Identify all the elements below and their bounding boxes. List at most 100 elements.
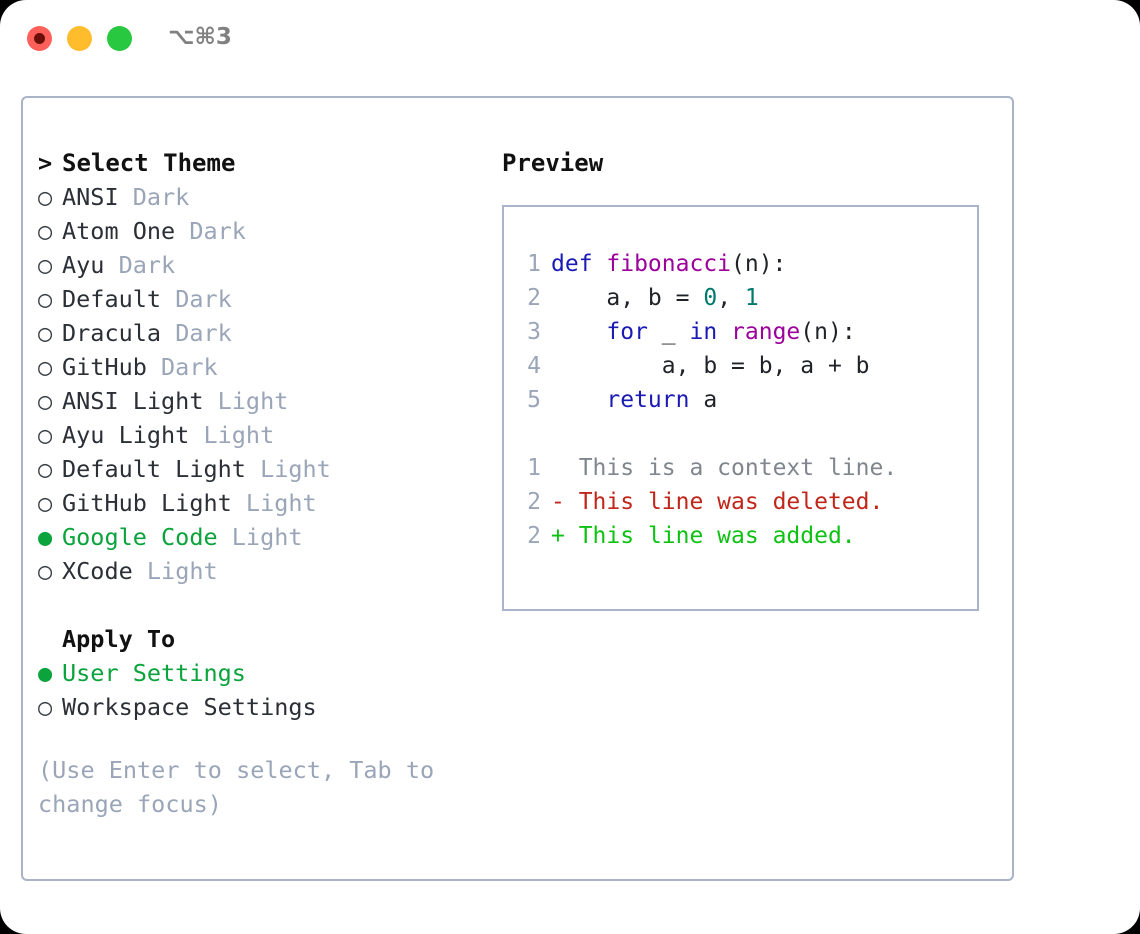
code-token bbox=[551, 319, 606, 345]
title-bar: ⌥⌘3 bbox=[0, 0, 1140, 78]
theme-name: Ayu Light bbox=[62, 421, 190, 449]
theme-name: Atom One bbox=[62, 217, 176, 245]
line-number: 5 bbox=[527, 387, 541, 413]
code-token: fibonacci bbox=[606, 251, 732, 277]
diff-text: This line was added. bbox=[564, 523, 856, 549]
code-token: a, b = b, a + b bbox=[551, 353, 870, 379]
line-number: 1 bbox=[527, 455, 541, 481]
code-token: range bbox=[731, 319, 801, 345]
theme-variant-badge: Light bbox=[189, 421, 275, 449]
line-number: 1 bbox=[527, 251, 541, 277]
code-token: (n): bbox=[731, 251, 787, 277]
apply-to-option[interactable]: ● User Settings bbox=[38, 656, 478, 690]
line-number: 2 bbox=[527, 523, 541, 549]
theme-variant-badge: Light bbox=[132, 557, 218, 585]
select-theme-title: Select Theme bbox=[62, 149, 236, 177]
close-icon bbox=[34, 33, 45, 44]
diff-line: 2 + This line was added. bbox=[519, 519, 897, 553]
theme-name: Google Code bbox=[62, 523, 218, 551]
code-token: (n): bbox=[800, 319, 856, 345]
theme-list-item[interactable]: ○ANSI Light Light bbox=[38, 384, 478, 418]
theme-list-item[interactable]: ○ ANSI Dark bbox=[38, 180, 478, 214]
theme-name: Default Light bbox=[62, 455, 246, 483]
theme-name: GitHub Light bbox=[62, 489, 232, 517]
theme-variant-badge: Dark bbox=[118, 183, 190, 211]
line-number: 2 bbox=[527, 489, 541, 515]
apply-to-header: Apply To bbox=[38, 622, 478, 656]
diff-text: This is a context line. bbox=[564, 455, 898, 481]
code-token: _ bbox=[647, 319, 690, 345]
theme-list-item[interactable]: ● Google Code Light bbox=[38, 520, 478, 554]
main-card: >Select Theme ○ANSI Dark○Atom One Dark○A… bbox=[21, 96, 1014, 881]
theme-list-item[interactable]: ○ Default Light Light bbox=[38, 452, 478, 486]
theme-list-item[interactable]: ○GitHub Dark bbox=[38, 350, 478, 384]
theme-list-item[interactable]: ○ XCode Light bbox=[38, 554, 478, 588]
list-spacer bbox=[38, 588, 478, 622]
theme-list-item[interactable]: ○Dracula Dark bbox=[38, 316, 478, 350]
caret-icon: > bbox=[38, 149, 53, 177]
line-number: 3 bbox=[527, 319, 541, 345]
theme-list-item[interactable]: ○ Ayu Light Light bbox=[38, 418, 478, 452]
radio-unselected-icon[interactable]: ○ bbox=[38, 251, 53, 279]
radio-unselected-icon[interactable]: ○ bbox=[38, 387, 53, 415]
select-theme-header: > Select Theme bbox=[38, 146, 478, 180]
theme-list-item[interactable]: ○Default Dark bbox=[38, 282, 478, 316]
diff-sign: - bbox=[551, 489, 565, 515]
maximize-window-button[interactable] bbox=[107, 26, 132, 51]
code-line: 1 def fibonacci(n): bbox=[519, 247, 897, 281]
radio-unselected-icon[interactable]: ○ bbox=[38, 353, 53, 381]
radio-unselected-icon[interactable]: ○ bbox=[38, 557, 53, 585]
radio-unselected-icon[interactable]: ○ bbox=[38, 421, 53, 449]
code-line: 3 for _ in range(n): bbox=[519, 315, 897, 349]
theme-list-item[interactable]: ○ GitHub Light Light bbox=[38, 486, 478, 520]
code-token: in bbox=[689, 319, 718, 345]
minimize-window-button[interactable] bbox=[67, 26, 92, 51]
keyboard-shortcut-label: ⌥⌘3 bbox=[168, 24, 232, 50]
theme-list-item[interactable]: ○ Ayu Dark bbox=[38, 248, 478, 282]
line-number: 4 bbox=[527, 353, 541, 379]
radio-unselected-icon[interactable]: ○ bbox=[38, 319, 53, 347]
theme-variant-badge: Dark bbox=[104, 251, 176, 279]
apply-to-option[interactable]: ○ Workspace Settings bbox=[38, 690, 478, 724]
code-line: 2 a, b = 0, 1 bbox=[519, 281, 897, 315]
radio-unselected-icon[interactable]: ○ bbox=[38, 693, 53, 721]
code-token: def bbox=[551, 251, 607, 277]
apply-to-label: Workspace Settings bbox=[62, 693, 317, 721]
radio-unselected-icon[interactable]: ○ bbox=[38, 489, 53, 517]
theme-variant-badge: Dark bbox=[175, 217, 246, 245]
apply-to-marker-placeholder bbox=[38, 622, 62, 656]
apply-to-list: ● User Settings ○ Workspace Settings bbox=[38, 656, 478, 724]
theme-name: XCode bbox=[62, 557, 133, 585]
theme-variant-badge: Light bbox=[203, 387, 289, 415]
radio-unselected-icon[interactable]: ○ bbox=[38, 455, 53, 483]
theme-variant-badge: Light bbox=[231, 489, 317, 517]
code-line: 5 return a bbox=[519, 383, 897, 417]
code-token: a, b = bbox=[551, 285, 704, 311]
theme-list-item[interactable]: ○ Atom One Dark bbox=[38, 214, 478, 248]
theme-selector-panel: >Select Theme ○ANSI Dark○Atom One Dark○A… bbox=[38, 146, 478, 724]
line-number: 2 bbox=[527, 285, 541, 311]
theme-name: Dracula bbox=[62, 319, 162, 347]
radio-unselected-icon[interactable]: ○ bbox=[38, 183, 53, 211]
code-token: 1 bbox=[744, 285, 759, 311]
theme-name: ANSI bbox=[62, 183, 119, 211]
radio-unselected-icon[interactable]: ○ bbox=[38, 217, 53, 245]
theme-variant-badge: Light bbox=[245, 455, 331, 483]
radio-unselected-icon[interactable]: ○ bbox=[38, 285, 53, 313]
code-token: return bbox=[606, 387, 690, 413]
theme-name: Ayu bbox=[62, 251, 105, 279]
theme-name: GitHub bbox=[62, 353, 147, 381]
radio-selected-icon[interactable]: ● bbox=[38, 523, 53, 551]
apply-to-label: User Settings bbox=[62, 659, 246, 687]
radio-selected-icon[interactable]: ● bbox=[38, 659, 53, 687]
diff-line: 2- This line was deleted. bbox=[519, 485, 897, 519]
theme-list: ○ANSI Dark○Atom One Dark○Ayu Dark○Defaul… bbox=[38, 180, 478, 588]
diff-sign: + bbox=[551, 523, 565, 549]
code-token bbox=[717, 319, 731, 345]
code-token: a bbox=[689, 387, 718, 413]
theme-variant-badge: Light bbox=[217, 523, 303, 551]
code-token bbox=[551, 387, 606, 413]
